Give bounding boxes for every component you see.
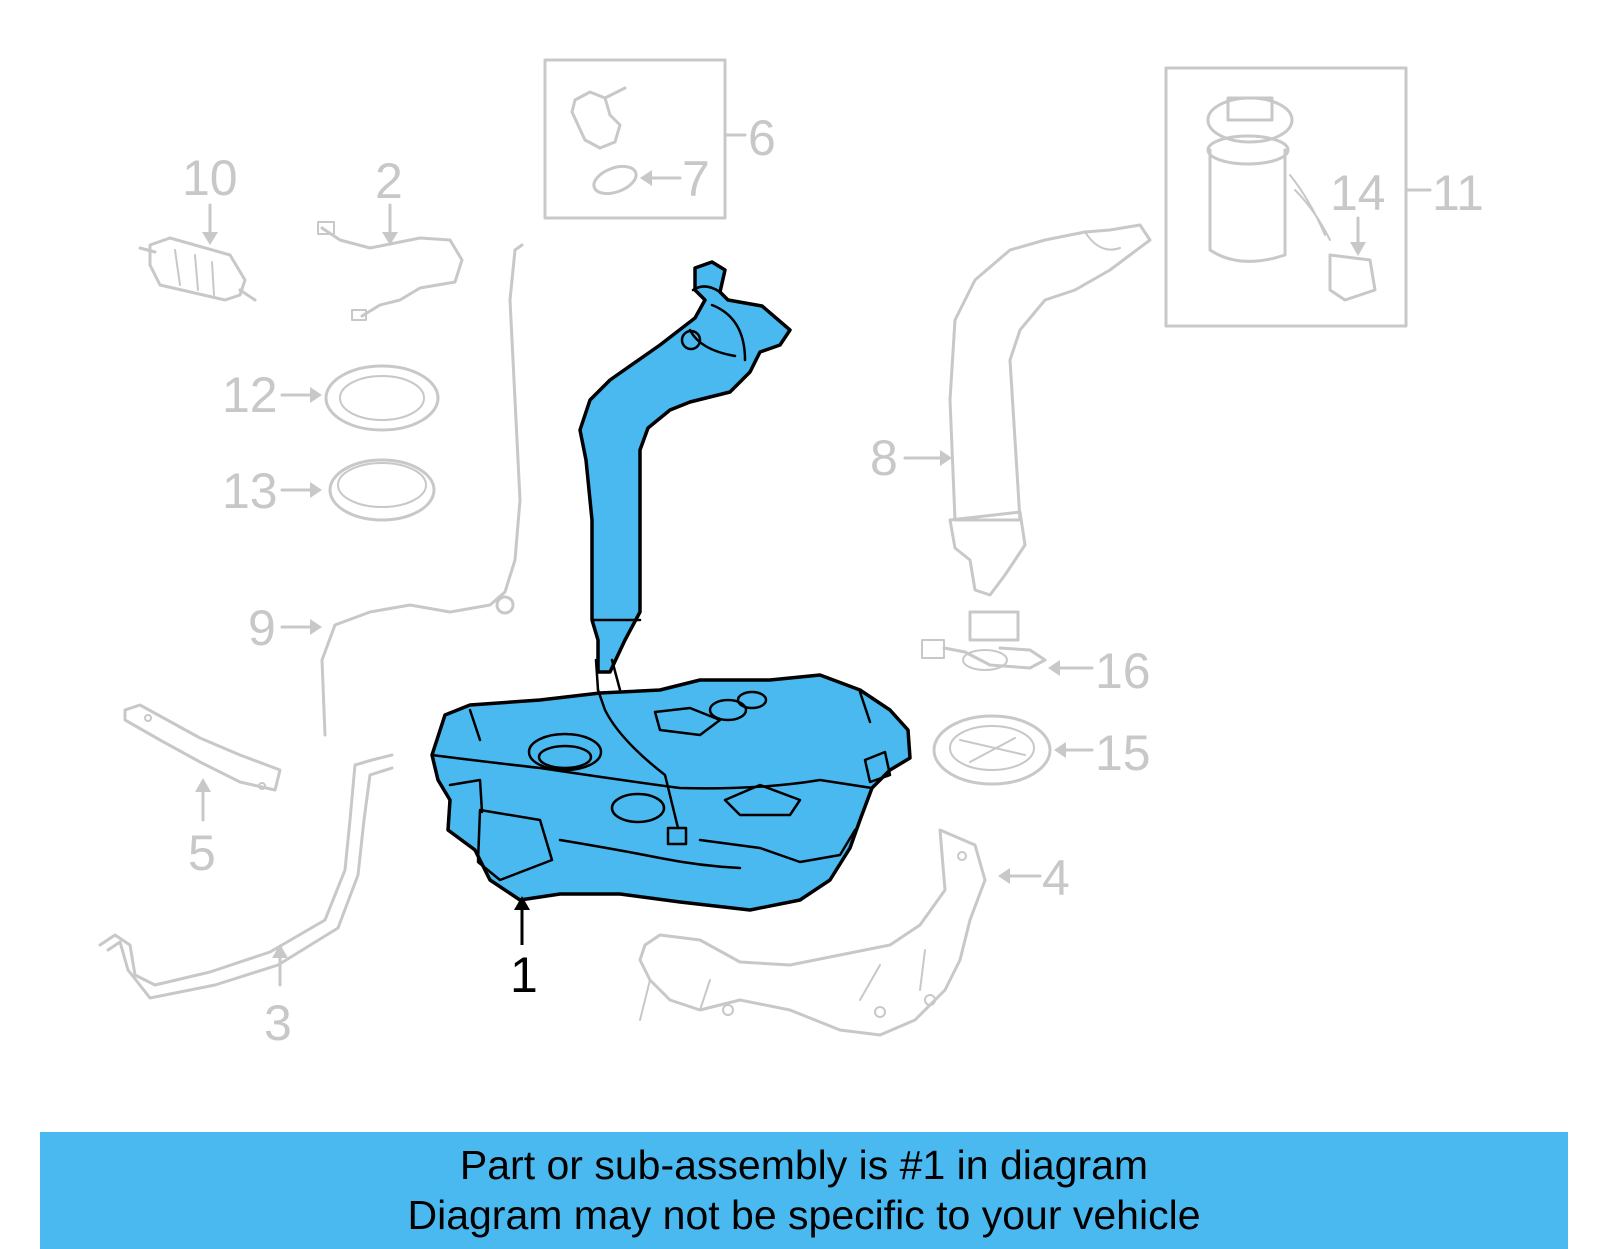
callout-3: 3: [264, 995, 292, 1051]
part-12-lock-ring[interactable]: 12: [222, 364, 440, 432]
part-16-sensor[interactable]: 16: [921, 610, 1151, 699]
part-2-sensor-wire[interactable]: 2: [317, 153, 464, 321]
part-15-pump-cover[interactable]: 15: [932, 714, 1151, 786]
callout-13: 13: [222, 463, 278, 519]
callout-11: 11: [1432, 165, 1484, 221]
part-3-strap[interactable]: 3: [98, 753, 394, 1051]
callout-16: 16: [1095, 643, 1151, 699]
callout-5: 5: [188, 825, 216, 881]
info-banner: Part or sub-assembly is #1 in diagram Di…: [40, 1132, 1568, 1249]
part-13-seal[interactable]: 13: [222, 458, 436, 522]
part-9-vent-line[interactable]: 9: [248, 243, 524, 737]
callout-6: 6: [748, 110, 776, 166]
callout-8: 8: [870, 430, 898, 486]
callout-7: 7: [682, 151, 710, 207]
callout-10: 10: [182, 150, 238, 206]
callout-1: 1: [510, 947, 538, 1003]
part-4-heat-shield[interactable]: 4: [638, 828, 1070, 1037]
part-8-filler-shield[interactable]: 8: [870, 223, 1152, 597]
callout-2: 2: [375, 153, 403, 209]
part-1-fuel-tank[interactable]: 1: [430, 260, 912, 1003]
callout-15: 15: [1095, 725, 1151, 781]
callout-9: 9: [248, 600, 276, 656]
callout-12: 12: [222, 367, 278, 423]
banner-line-1: Part or sub-assembly is #1 in diagram: [459, 1142, 1149, 1188]
callout-14: 14: [1330, 165, 1386, 221]
part-10-fuel-filter[interactable]: 10: [138, 150, 257, 302]
part-6-7-cap-assembly[interactable]: 6 7: [543, 58, 776, 220]
part-5-bracket[interactable]: 5: [123, 703, 282, 881]
part-11-14-fuel-pump[interactable]: 11 14: [1164, 66, 1484, 328]
banner-line-2: Diagram may not be specific to your vehi…: [407, 1192, 1201, 1238]
callout-4: 4: [1042, 850, 1070, 906]
